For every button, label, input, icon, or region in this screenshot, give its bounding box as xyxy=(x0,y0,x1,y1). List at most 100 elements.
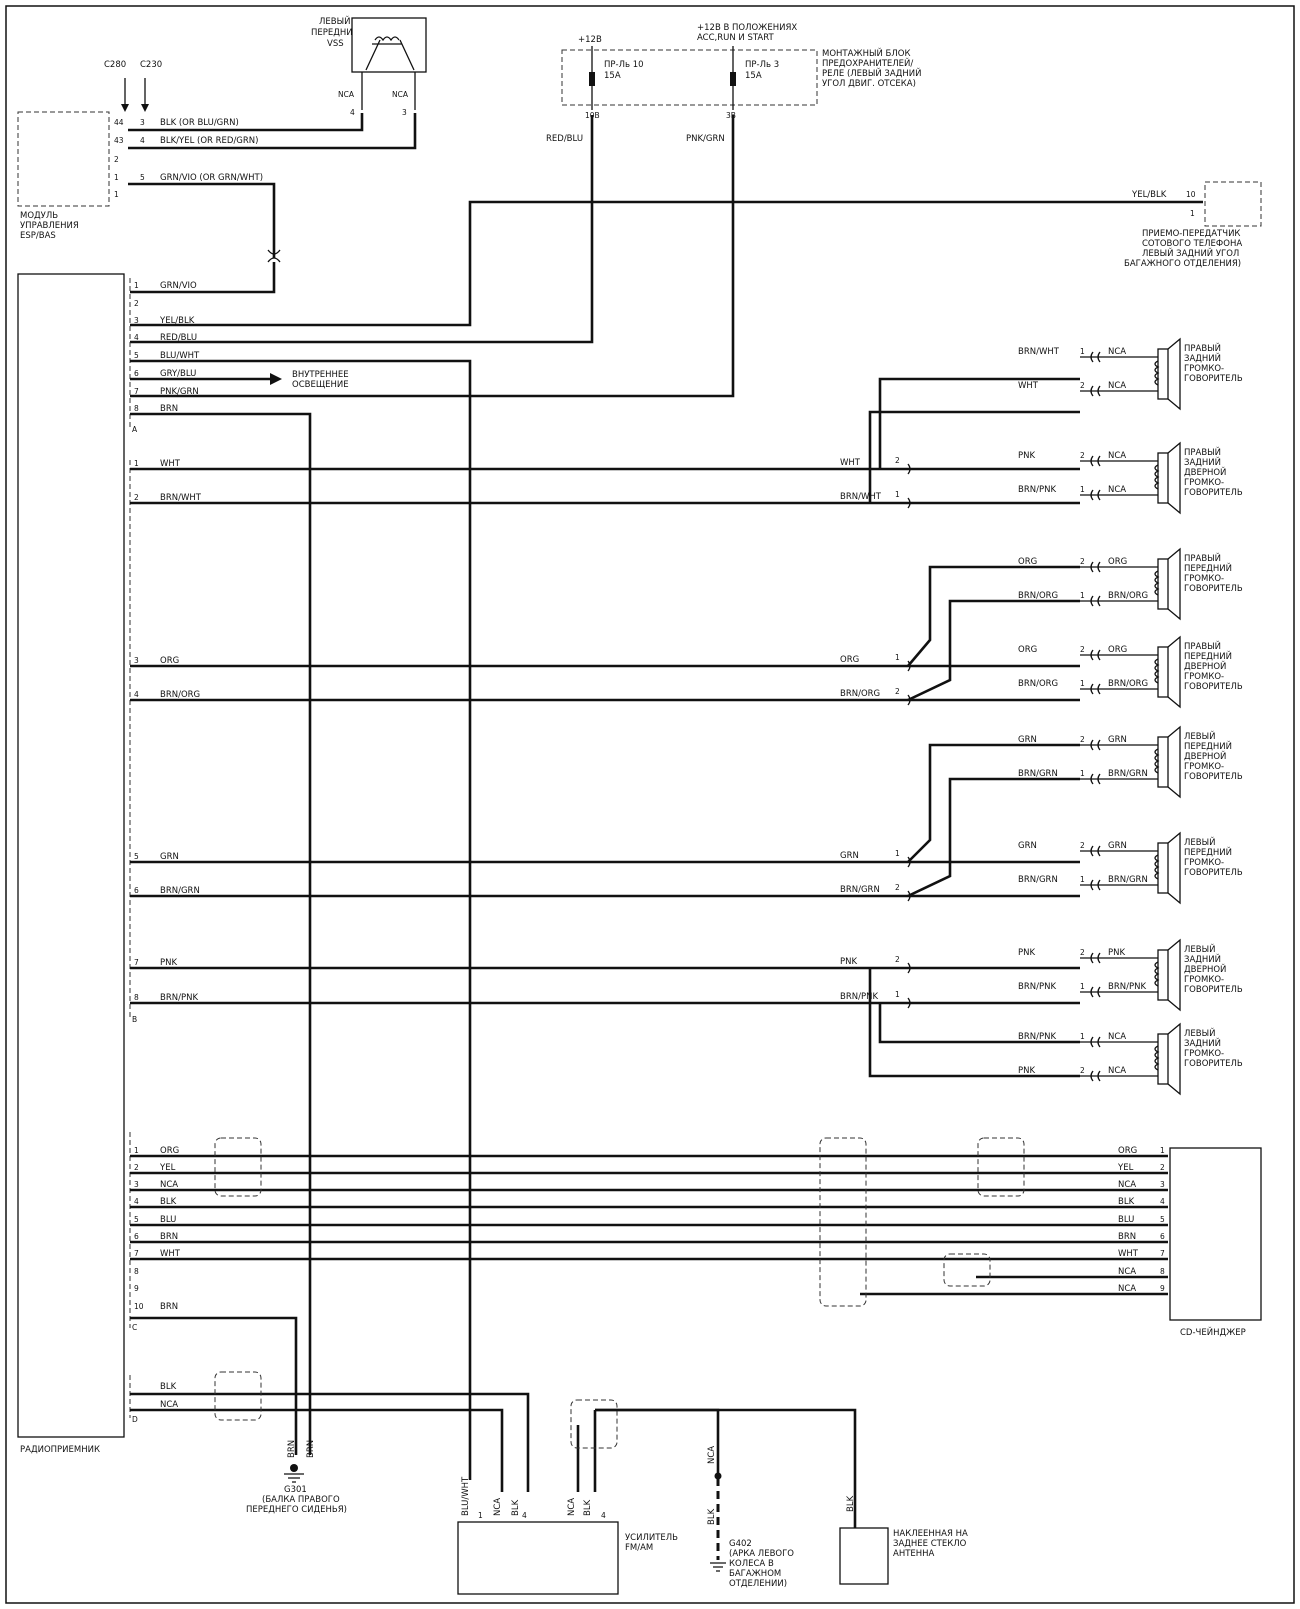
svg-text:PNK: PNK xyxy=(1018,1066,1035,1076)
svg-text:1: 1 xyxy=(1080,679,1085,688)
svg-text:2: 2 xyxy=(1080,948,1085,957)
svg-text:PNK/GRN: PNK/GRN xyxy=(160,387,199,397)
svg-text:2: 2 xyxy=(1080,841,1085,850)
svg-text:BLK: BLK xyxy=(160,1382,177,1392)
svg-text:РЕЛЕ (ЛЕВЫЙ ЗАДНИЙ: РЕЛЕ (ЛЕВЫЙ ЗАДНИЙ xyxy=(822,67,921,79)
svg-text:1: 1 xyxy=(478,1511,483,1520)
svg-text:WHT: WHT xyxy=(1018,381,1039,391)
svg-text:2: 2 xyxy=(895,883,900,892)
radio-box xyxy=(17,273,125,1438)
svg-text:ПЕРЕДНИЙ: ПЕРЕДНИЙ xyxy=(1184,740,1232,752)
svg-text:BRN: BRN xyxy=(160,1232,178,1242)
shield-2 xyxy=(819,1137,867,1307)
svg-text:ЛЕВЫЙ: ЛЕВЫЙ xyxy=(1184,730,1215,742)
svg-text:B: B xyxy=(132,1015,137,1024)
svg-text:BRN/WHT: BRN/WHT xyxy=(840,492,882,502)
ground-g301-icon xyxy=(284,1464,304,1483)
svg-text:PNK: PNK xyxy=(1018,948,1035,958)
svg-text:10: 10 xyxy=(134,1302,144,1311)
svg-text:BRN/ORG: BRN/ORG xyxy=(160,690,200,700)
svg-text:BRN: BRN xyxy=(160,1302,178,1312)
svg-text:GRN: GRN xyxy=(160,852,179,862)
svg-text:6: 6 xyxy=(134,369,139,378)
svg-text:ORG: ORG xyxy=(1018,557,1037,567)
svg-text:ПЕРЕДНИЙ: ПЕРЕДНИЙ xyxy=(311,26,359,38)
svg-text:BRN/ORG: BRN/ORG xyxy=(1108,591,1148,601)
svg-text:WHT: WHT xyxy=(160,459,181,469)
svg-text:ЗАДНИЙ: ЗАДНИЙ xyxy=(1184,352,1221,364)
svg-text:BRN/GRN: BRN/GRN xyxy=(1108,875,1148,885)
svg-text:ORG: ORG xyxy=(840,655,859,665)
svg-text:3: 3 xyxy=(402,108,407,117)
svg-text:+12В В ПОЛОЖЕНИЯХ: +12В В ПОЛОЖЕНИЯХ xyxy=(697,23,797,33)
svg-text:BLU/WHT: BLU/WHT xyxy=(461,1476,471,1516)
svg-text:ПЕРЕДНИЙ: ПЕРЕДНИЙ xyxy=(1184,562,1232,574)
svg-text:GRN/VIO: GRN/VIO xyxy=(160,281,197,291)
amplifier-label: УСИЛИТЕЛЬ FM/AM xyxy=(625,1533,678,1553)
vss-sensor-box xyxy=(351,17,427,73)
svg-text:ПРАВЫЙ: ПРАВЫЙ xyxy=(1184,552,1221,564)
svg-text:GRN: GRN xyxy=(1018,735,1037,745)
svg-text:7: 7 xyxy=(134,1249,139,1258)
svg-text:3: 3 xyxy=(140,118,145,127)
svg-text:4: 4 xyxy=(140,136,145,145)
svg-text:1: 1 xyxy=(1080,485,1085,494)
svg-text:3: 3 xyxy=(1160,1180,1165,1189)
svg-text:4: 4 xyxy=(522,1511,527,1520)
speaker-icon xyxy=(1157,1033,1169,1085)
yel-blk-wire xyxy=(130,200,1203,327)
svg-text:2: 2 xyxy=(895,456,900,465)
svg-text:8: 8 xyxy=(134,404,139,413)
svg-text:15А: 15А xyxy=(745,71,762,81)
red-blu-wire xyxy=(130,115,594,344)
svg-text:1: 1 xyxy=(895,653,900,662)
amp-right-wires xyxy=(576,1410,597,1492)
svg-text:NCA: NCA xyxy=(1118,1284,1136,1294)
svg-text:BRN/PNK: BRN/PNK xyxy=(1018,982,1056,992)
svg-text:4: 4 xyxy=(134,333,139,342)
svg-text:ГОВОРИТЕЛЬ: ГОВОРИТЕЛЬ xyxy=(1184,1059,1243,1069)
svg-text:9: 9 xyxy=(1160,1284,1165,1293)
svg-text:BLK: BLK xyxy=(846,1495,856,1512)
connector-c230-label: C230 xyxy=(140,60,162,70)
fuse10-label: ПР-Ль 10 15А xyxy=(604,60,644,81)
svg-text:G301: G301 xyxy=(284,1485,307,1495)
svg-text:BRN/ORG: BRN/ORG xyxy=(840,689,880,699)
svg-text:BLK: BLK xyxy=(583,1499,593,1516)
svg-text:NCA: NCA xyxy=(160,1400,178,1410)
svg-text:НАКЛЕЕННАЯ НА: НАКЛЕЕННАЯ НА xyxy=(893,1529,968,1539)
svg-text:GRN: GRN xyxy=(1108,841,1127,851)
svg-text:A: A xyxy=(132,425,138,434)
fuse3-label: ПР-Ль 3 15А xyxy=(745,60,779,81)
esp-module-box xyxy=(17,111,110,207)
svg-text:BRN: BRN xyxy=(287,1440,297,1458)
svg-text:ДВЕРНОЙ: ДВЕРНОЙ xyxy=(1184,963,1226,975)
svg-text:ПРАВЫЙ: ПРАВЫЙ xyxy=(1184,342,1221,354)
shield-5 xyxy=(214,1371,262,1421)
svg-text:BRN/ORG: BRN/ORG xyxy=(1018,591,1058,601)
svg-text:1: 1 xyxy=(114,173,119,182)
svg-text:ГРОМКО-: ГРОМКО- xyxy=(1184,858,1224,868)
svg-text:44: 44 xyxy=(114,118,124,127)
svg-text:ГРОМКО-: ГРОМКО- xyxy=(1184,574,1224,584)
svg-text:ЛЕВЫЙ: ЛЕВЫЙ xyxy=(1184,1027,1215,1039)
svg-text:(АРКА ЛЕВОГО: (АРКА ЛЕВОГО xyxy=(729,1549,794,1559)
svg-text:6: 6 xyxy=(134,1232,139,1241)
speaker-5: ЛЕВЫЙПЕРЕДНИЙДВЕРНОЙГРОМКО-ГОВОРИТЕЛЬGRN… xyxy=(1018,725,1243,799)
svg-text:NCA: NCA xyxy=(1108,381,1126,391)
svg-text:ORG: ORG xyxy=(1018,645,1037,655)
svg-text:BLK: BLK xyxy=(160,1197,177,1207)
svg-text:8: 8 xyxy=(134,1267,139,1276)
cd-changer-label: CD-ЧЕЙНДЖЕР xyxy=(1180,1326,1246,1338)
svg-text:7: 7 xyxy=(134,387,139,396)
svg-text:2: 2 xyxy=(1080,1066,1085,1075)
svg-text:BRN: BRN xyxy=(160,404,178,414)
svg-text:WHT: WHT xyxy=(1118,1249,1139,1259)
plus12-acc-label: +12В В ПОЛОЖЕНИЯХ ACC,RUN И START xyxy=(697,23,797,43)
svg-text:15А: 15А xyxy=(604,71,621,81)
svg-text:YEL: YEL xyxy=(1117,1163,1134,1173)
svg-text:ESP/BAS: ESP/BAS xyxy=(20,231,56,241)
svg-text:FM/AM: FM/AM xyxy=(625,1543,653,1553)
svg-text:1: 1 xyxy=(895,849,900,858)
